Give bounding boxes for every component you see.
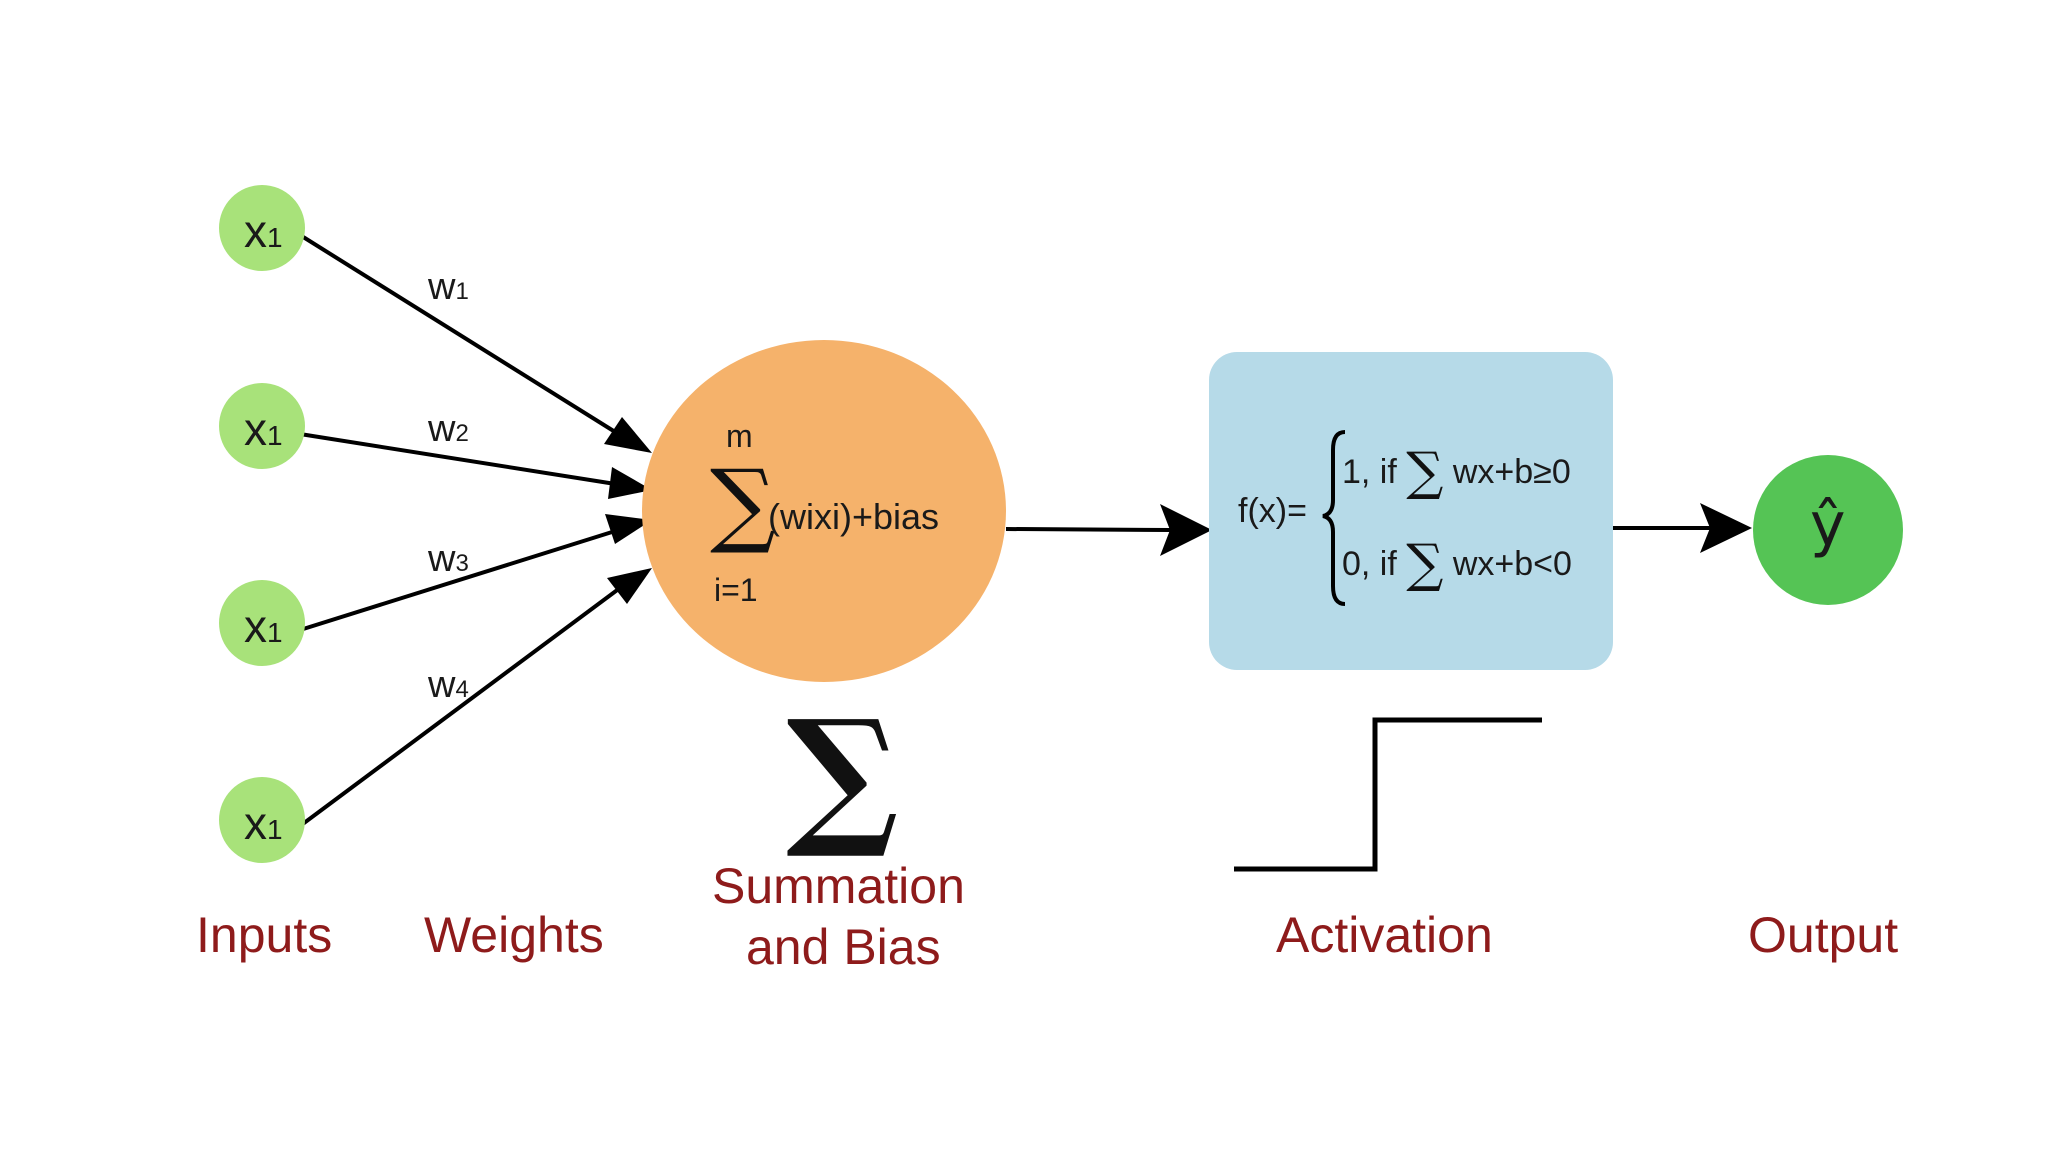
activation-case-2-sigma-icon: ∑ <box>1406 534 1444 594</box>
input-label-3-base: x <box>244 600 267 652</box>
input-label-4: x1 <box>244 796 283 850</box>
input-label-1-sub: 1 <box>267 222 283 253</box>
weight-label-3-sub: 3 <box>455 550 469 577</box>
step-function-graph <box>1234 717 1542 872</box>
caption-weights: Weights <box>424 907 604 963</box>
arrowhead-edge-3 <box>605 514 652 544</box>
activation-box <box>1209 352 1613 670</box>
input-node-1 <box>219 185 305 271</box>
input-label-4-sub: 1 <box>267 814 283 845</box>
input-label-3: x1 <box>244 599 283 653</box>
input-node-4 <box>219 777 305 863</box>
weight-label-1: w1 <box>428 266 469 309</box>
activation-case-2: 0, if ∑ wx+b<0 <box>1342 538 1572 590</box>
activation-case-1-prefix: 1, if <box>1342 453 1397 491</box>
output-node <box>1753 455 1903 605</box>
arrowhead-edge-4 <box>607 568 652 604</box>
activation-case-1-sigma-icon: ∑ <box>1406 442 1444 502</box>
weight-label-2: w2 <box>428 408 469 451</box>
input-node-3 <box>219 580 305 666</box>
weight-label-1-base: w <box>428 266 456 308</box>
case-brace <box>1322 430 1346 606</box>
input-label-1: x1 <box>244 204 283 258</box>
weight-edge-4 <box>298 580 630 828</box>
activation-case-2-expr: wx+b<0 <box>1452 545 1572 583</box>
weight-label-1-sub: 1 <box>455 278 469 305</box>
weight-edge-3 <box>299 525 629 632</box>
arrowhead-edge-1 <box>604 417 652 453</box>
input-node-2 <box>219 383 305 469</box>
caption-summation-line-2: and Bias <box>746 919 941 975</box>
input-label-2: x1 <box>244 402 283 456</box>
arrowhead-edge-2 <box>608 467 652 499</box>
output-symbol: ŷ <box>1810 490 1846 560</box>
summation-lower-limit: i=1 <box>714 572 758 608</box>
weight-label-3: w3 <box>428 538 469 581</box>
summation-expression: (wixi)+bias <box>768 496 940 537</box>
arrowhead-to-output <box>1700 503 1752 553</box>
summation-to-activation-edge <box>1005 527 1171 532</box>
summation-symbol-icon: ∑ <box>786 687 899 863</box>
input-label-1-base: x <box>244 205 267 257</box>
input-label-3-sub: 1 <box>267 617 283 648</box>
weight-label-2-base: w <box>428 408 456 450</box>
weight-label-4-base: w <box>428 664 456 706</box>
weight-label-4-sub: 4 <box>455 676 469 703</box>
activation-case-1-expr: wx+b≥0 <box>1452 453 1571 491</box>
weight-label-3-base: w <box>428 538 456 580</box>
summation-node <box>642 340 1006 682</box>
activation-lhs: f(x)= <box>1238 492 1307 530</box>
caption-output: Output <box>1748 907 1899 963</box>
weight-edge-1 <box>298 233 630 442</box>
summation-upper-limit: m <box>726 418 753 454</box>
weight-edge-2 <box>299 432 629 488</box>
summation-sigma-icon: ∑ <box>710 450 776 557</box>
caption-summation-line-1: Summation <box>712 858 965 914</box>
activation-case-2-prefix: 0, if <box>1342 545 1397 583</box>
weight-label-4: w4 <box>428 664 469 707</box>
arrowhead-to-activation <box>1160 504 1212 556</box>
weight-label-2-sub: 2 <box>455 420 469 447</box>
activation-case-1: 1, if ∑ wx+b≥0 <box>1342 446 1571 498</box>
input-label-4-base: x <box>244 797 267 849</box>
input-label-2-base: x <box>244 403 267 455</box>
input-label-2-sub: 1 <box>267 420 283 451</box>
caption-inputs: Inputs <box>196 907 333 963</box>
caption-activation: Activation <box>1276 907 1493 963</box>
